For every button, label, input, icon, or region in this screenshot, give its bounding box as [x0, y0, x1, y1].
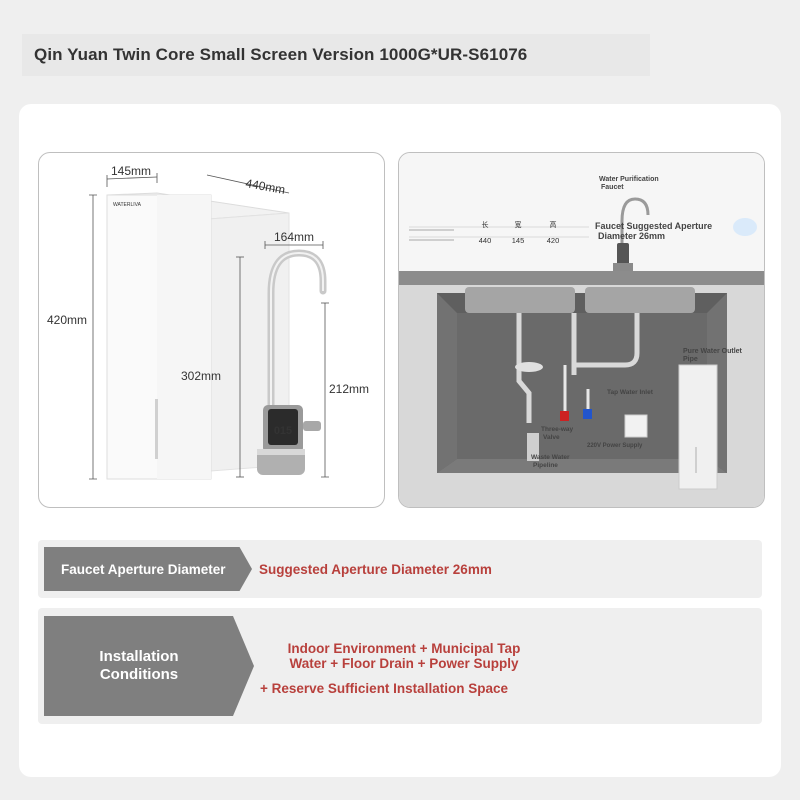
label-aperture-line2: Diameter 26mm [598, 231, 665, 241]
dimension-lines [89, 173, 329, 480]
label-outlet-line1: Pure Water Outlet [683, 348, 743, 355]
dim-spout-height-label: 212mm [329, 382, 369, 396]
title-bar: Qin Yuan Twin Core Small Screen Version … [22, 34, 650, 76]
table-value-width: 145 [512, 236, 525, 245]
faucet-illustration: 015 [257, 249, 327, 475]
dim-depth-label: 440mm [244, 176, 286, 197]
label-aperture-line1: Faucet Suggested Aperture [595, 221, 712, 231]
content-card: WATERLIVA 015 [19, 104, 781, 777]
label-faucet-line1: Water Purification [599, 176, 659, 183]
label-valve-line1: Three-way [541, 426, 574, 433]
dimension-diagram-panel: WATERLIVA 015 [38, 152, 385, 508]
drain-pipes [516, 313, 640, 423]
dim-height-label: 420mm [47, 313, 87, 327]
installed-unit [678, 364, 718, 490]
table-header-height: 高 [550, 220, 557, 229]
installation-diagram: 长 宽 高 440 145 420 Water Purification Fau… [399, 153, 764, 507]
dim-faucet-height-label: 302mm [181, 369, 221, 383]
page-title: Qin Yuan Twin Core Small Screen Version … [34, 45, 528, 64]
countertop [399, 271, 764, 285]
table-value-height: 420 [547, 236, 560, 245]
aperture-row: Faucet Aperture Diameter Suggested Apert… [38, 540, 762, 598]
power-outlet [624, 414, 648, 438]
faucet-display-digits: 015 [274, 425, 292, 437]
brand-text: WATERLIVA [113, 202, 142, 208]
installation-row-label: Installation Conditions [44, 616, 254, 716]
dimension-table: 长 宽 高 440 145 420 [409, 220, 589, 245]
purifier-unit-illustration: WATERLIVA [106, 192, 290, 480]
installation-label-line1: Installation [99, 648, 179, 665]
installation-value-block: Indoor Environment + Municipal Tap Water… [259, 641, 549, 671]
table-value-length: 440 [479, 236, 492, 245]
hot-valve [560, 411, 569, 421]
label-valve-line2: Valve [543, 434, 560, 441]
table-header-length: 长 [482, 220, 489, 229]
installation-label-line2: Conditions [99, 666, 179, 683]
dim-width-label: 145mm [111, 164, 151, 178]
installation-value-line3: + Reserve Sufficient Installation Space [260, 681, 508, 696]
installation-row: Installation Conditions Indoor Environme… [38, 608, 762, 724]
label-tap-inlet: Tap Water Inlet [607, 389, 654, 396]
label-outlet-line2: Pipe [683, 356, 698, 363]
aperture-row-label: Faucet Aperture Diameter [44, 547, 252, 591]
cold-valve [583, 409, 592, 419]
label-waste-line2: Pipeline [533, 462, 558, 469]
dimension-diagram: WATERLIVA 015 [47, 164, 369, 480]
installation-diagram-panel: 长 宽 高 440 145 420 Water Purification Fau… [398, 152, 765, 508]
label-waste-line1: Waste Water [531, 454, 570, 461]
aperture-row-value: Suggested Aperture Diameter 26mm [259, 562, 492, 577]
label-power: 220V Power Supply [587, 443, 643, 449]
dim-faucet-reach-label: 164mm [274, 230, 314, 244]
table-header-width: 宽 [515, 220, 522, 229]
installation-value-line2: Water + Floor Drain + Power Supply [289, 656, 519, 671]
label-faucet-line2: Faucet [601, 184, 624, 191]
installation-value-line1: Indoor Environment + Municipal Tap [287, 641, 521, 656]
counter-faucet-illustration [613, 197, 650, 271]
aperture-marker [733, 218, 757, 236]
